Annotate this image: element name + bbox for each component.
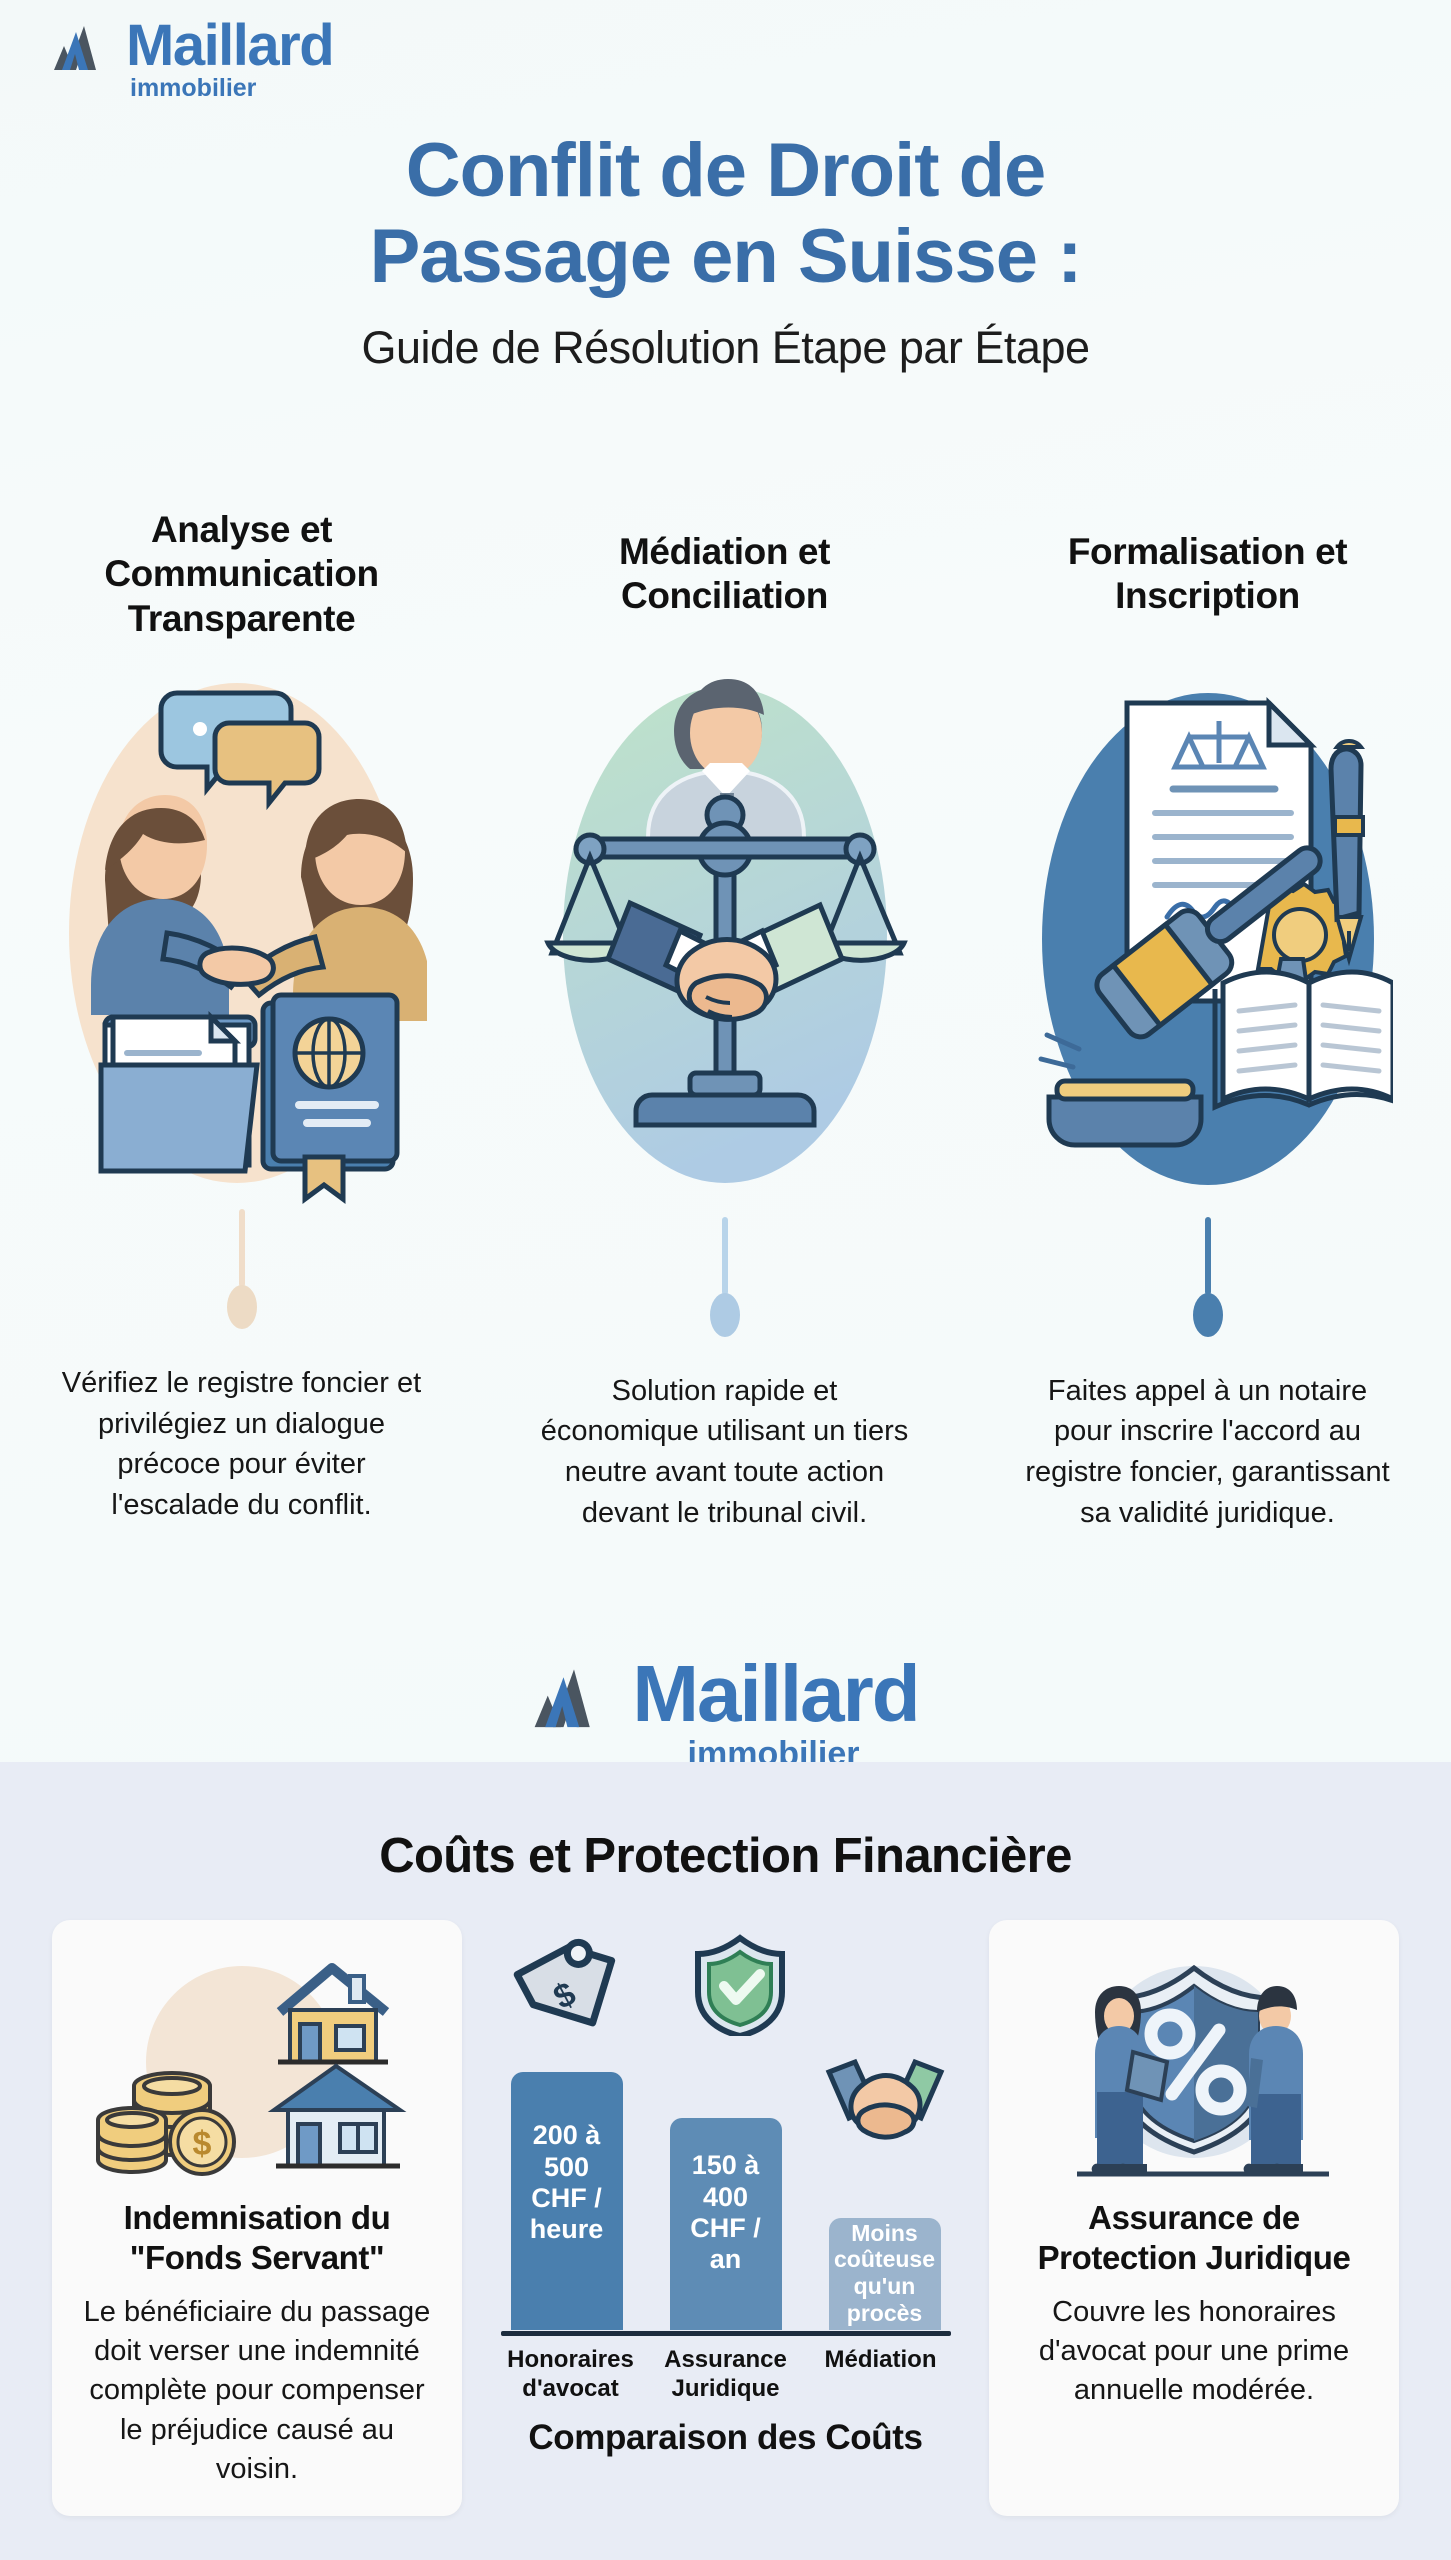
- maillard-chevron-logo-icon: [54, 26, 96, 70]
- step-title: Formalisation et Inscription: [1067, 531, 1348, 617]
- card-title-line-2: Protection Juridique: [1037, 2239, 1351, 2277]
- step-illustration-wrap: [1013, 657, 1403, 1217]
- shield-percent-two-people-illustration: [1077, 1964, 1329, 2177]
- step-connector: [1192, 1216, 1223, 1337]
- financial-section-heading: Coûts et Protection Financière: [379, 1829, 1072, 1883]
- chart-label-assurance: Assurance Juridique: [664, 2346, 787, 2402]
- card-description: Couvre les honoraires d'avocat pour une …: [1038, 2295, 1350, 2407]
- cost-comparison-chart: $: [491, 1920, 961, 2516]
- card-assurance: Assurance de Protection Juridique Couvre…: [989, 1920, 1399, 2516]
- bar-chart-area: 200 à 500 CHF / heure 150 à 400 CHF / an…: [495, 2036, 957, 2336]
- svg-text:$: $: [193, 2125, 212, 2163]
- card-title-line-1: Assurance de: [1088, 2199, 1300, 2236]
- chart-bars: 200 à 500 CHF / heure 150 à 400 CHF / an…: [495, 2040, 957, 2330]
- brand-logo-center: Maillard immobilier: [0, 1649, 1451, 1774]
- page-title-line-2: Passage en Suisse :: [369, 213, 1083, 299]
- price-tag-dollar-icon: $: [513, 1938, 615, 2027]
- top-section: Maillard immobilier Conflit de Droit de …: [0, 0, 1451, 1773]
- step-connector: [226, 1209, 257, 1330]
- financial-section: Coûts et Protection Financière: [0, 1762, 1451, 2560]
- brand-logo-top: Maillard immobilier: [52, 12, 335, 103]
- brand-name: Maillard: [632, 1649, 920, 1739]
- handshake-documents-folder-passport-illustration: [68, 683, 427, 1205]
- financial-cards-row: $ Indemnisation du: [0, 1920, 1451, 2516]
- card-title: Assurance de Protection Juridique: [1038, 2198, 1351, 2279]
- chart-decorative-icons: $: [496, 1924, 956, 2036]
- step-connector: [709, 1216, 740, 1337]
- step-description: Solution rapide et économique utilisant …: [540, 1374, 909, 1529]
- bar-honoraires: 200 à 500 CHF / heure: [510, 2072, 623, 2330]
- shield-check-icon: [694, 1934, 785, 2036]
- page-title-line-1: Conflit de Droit de: [405, 128, 1047, 213]
- chart-label-mediation: Médiation: [824, 2346, 937, 2373]
- handshake-icon: [825, 2058, 944, 2140]
- maillard-chevron-logo-icon: [534, 1669, 591, 1728]
- card-title-line-2: "Fonds Servant": [129, 2239, 385, 2277]
- step-title: Analyse et Communication Transparente: [104, 509, 379, 639]
- step-illustration-wrap: [47, 655, 437, 1215]
- gavel-legal-document-seal-pen-book-illustration: [1038, 692, 1393, 1185]
- step-card-formalisation: Formalisation et Inscription: [966, 500, 1449, 1533]
- page-title-block: Conflit de Droit de Passage en Suisse : …: [0, 128, 1451, 374]
- brand-tagline: immobilier: [130, 74, 257, 102]
- brand-name: Maillard: [126, 12, 335, 78]
- chart-category-labels: Honoraires d'avocat Assurance Juridique …: [495, 2336, 957, 2404]
- card-description: Le bénéficiaire du passage doit verser u…: [83, 2295, 431, 2486]
- step-card-analyse: Analyse et Communication Transparente: [0, 500, 483, 1533]
- mediator-scales-of-justice-handshake-illustration: [543, 678, 908, 1183]
- step-description: Vérifiez le registre foncier et privilég…: [61, 1367, 422, 1521]
- chart-label-honoraires: Honoraires d'avocat: [507, 2346, 634, 2402]
- card-title-line-1: Indemnisation du: [123, 2199, 391, 2236]
- chart-x-axis: [500, 2331, 951, 2336]
- step-card-mediation: Médiation et Conciliation: [483, 500, 966, 1533]
- card-indemnisation: $ Indemnisation du: [52, 1920, 462, 2516]
- page-subtitle: Guide de Résolution Étape par Étape: [361, 321, 1090, 373]
- step-title: Médiation et Conciliation: [618, 531, 831, 617]
- card-title: Indemnisation du "Fonds Servant": [124, 2198, 391, 2279]
- chart-title: Comparaison des Coûts: [528, 2417, 923, 2457]
- bar-mediation: Moins coûteuse qu'un procès: [828, 2218, 941, 2330]
- bar-assurance: 150 à 400 CHF / an: [669, 2118, 782, 2330]
- step-illustration-wrap: [530, 657, 920, 1217]
- steps-row: Analyse et Communication Transparente: [0, 500, 1451, 1533]
- gold-coins-and-houses-illustration: $: [96, 1963, 407, 2176]
- step-description: Faites appel à un notaire pour inscrire …: [1025, 1374, 1390, 1529]
